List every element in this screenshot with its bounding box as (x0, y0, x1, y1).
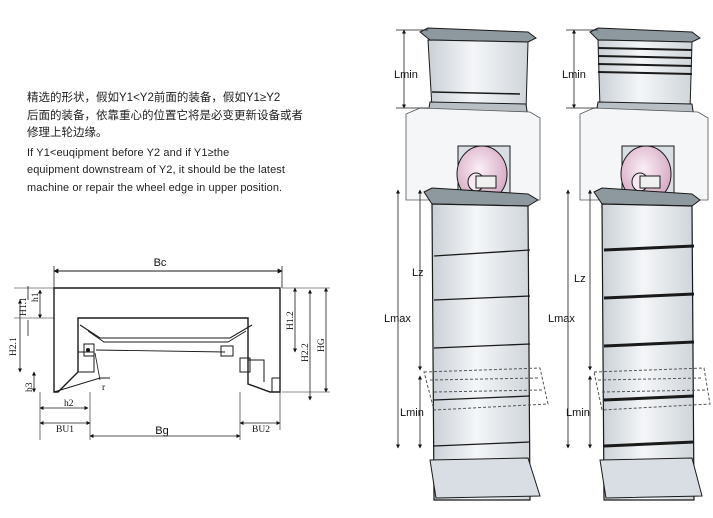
bc-label: Bc (154, 257, 167, 269)
right-wheel-block (220, 345, 234, 357)
en-line-3: machine or repair the wheel edge in uppe… (27, 181, 283, 194)
bellows-cover-left (405, 27, 549, 501)
left-lmin-bottom-label: Lmin (400, 407, 424, 419)
zh-line-2: 后面的装备，依靠重心的位置它将是必变更新设备或者 (27, 109, 303, 122)
bu1-label: BU1 (56, 425, 74, 435)
hg-label: HG (317, 338, 327, 352)
h2-label: h2 (64, 399, 74, 409)
chinese-description: 精选的形状，假如Y1<Y2前面的装备，假如Y1≥Y2 后面的装备，依靠重心的位置… (27, 90, 327, 143)
gantry-frame-outer (53, 287, 281, 393)
en-line-1: If Y1<euqipment before Y2 and if Y1≥the (27, 147, 230, 159)
zh-line-3: 修理上轮边缘。 (27, 127, 108, 139)
h2-2-label: H2.2 (301, 343, 311, 362)
left-lz-label: Lz (412, 267, 424, 279)
r-label: r (102, 383, 106, 393)
left-lmin-top-label: Lmin (394, 69, 418, 81)
h1-2-label: H1.2 (286, 311, 296, 330)
h3-label: h3 (25, 382, 35, 392)
bu2-label: BU2 (252, 425, 270, 435)
en-line-2: equipment downstream of Y2, it should be… (27, 164, 286, 177)
english-description: If Y1<euqipment before Y2 and if Y1≥the … (27, 145, 327, 197)
h2-1-label: H2.1 (9, 337, 19, 356)
bellows-cover-right (579, 27, 711, 501)
h1-label: h1 (31, 292, 41, 302)
right-lmin-top-label: Lmin (562, 69, 586, 81)
left-lmax-label: Lmax (384, 313, 411, 325)
gantry-diagram (14, 266, 330, 440)
right-lmin-bottom-label: Lmin (566, 407, 590, 419)
right-lmax-label: Lmax (548, 313, 575, 325)
right-lz-label: Lz (574, 273, 586, 285)
h1-1-label: H1.1 (19, 297, 29, 316)
gantry-inner-top (79, 324, 253, 339)
bg-label: Bg (155, 425, 168, 437)
left-wheel-block (83, 343, 95, 357)
zh-line-1: 精选的形状，假如Y1<Y2前面的装备，假如Y1≥Y2 (27, 92, 281, 104)
